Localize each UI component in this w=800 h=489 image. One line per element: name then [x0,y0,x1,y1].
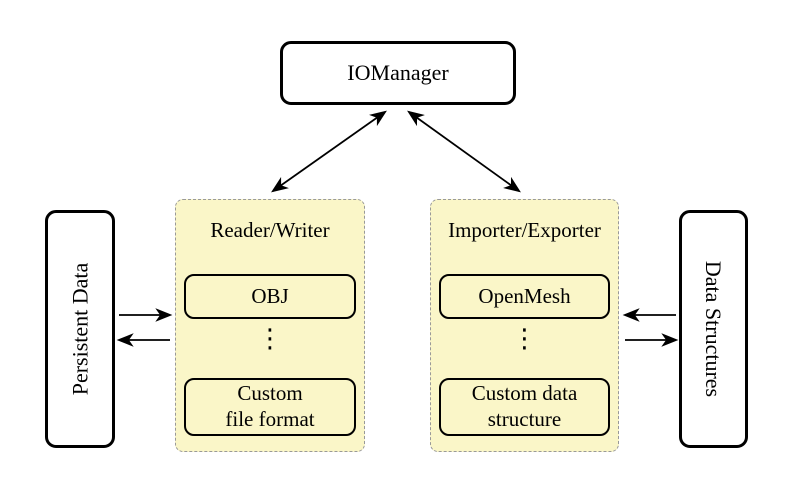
importer-exporter-group: Importer/Exporter OpenMesh ⋮ Custom data… [430,199,619,452]
custom-file-format-line1: Custom [237,381,303,406]
custom-data-structure-line2: structure [487,407,562,431]
data-structures-box: Data Structures [679,210,748,448]
importer-exporter-title: Importer/Exporter [448,218,601,242]
persistent-data-box: Persistent Data [45,210,115,448]
custom-data-structure-box: Custom data structure [439,378,610,436]
openmesh-box: OpenMesh [439,274,610,319]
arrow-iomanager-reader-writer [271,110,387,193]
iomanager-box: IOManager [280,41,516,105]
iomanager-label: IOManager [347,60,449,85]
custom-file-format-line2: file format [225,407,315,431]
reader-writer-group: Reader/Writer OBJ ⋮ Custom file format [175,199,365,452]
custom-file-format-box: Custom file format [184,378,356,436]
reader-writer-ellipsis: ⋮ [257,324,283,354]
persistent-data-label: Persistent Data [67,262,92,396]
arrow-iomanager-importer-exporter [407,110,521,193]
reader-writer-title: Reader/Writer [210,218,330,242]
importer-exporter-ellipsis: ⋮ [511,324,538,354]
data-structures-label: Data Structures [701,260,727,398]
obj-box: OBJ [184,274,356,319]
custom-data-structure-line1: Custom data [471,381,578,406]
openmesh-label: OpenMesh [478,283,571,308]
obj-label: OBJ [251,283,289,308]
